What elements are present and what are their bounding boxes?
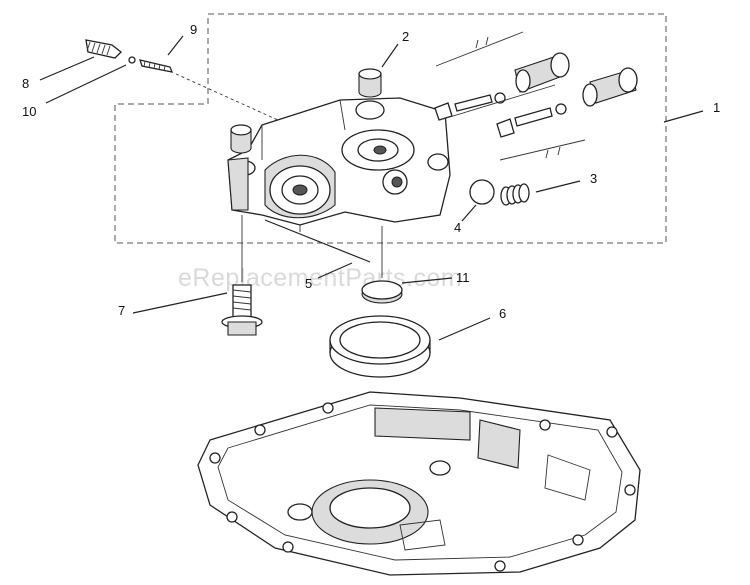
plug-cap-icon[interactable] — [361, 226, 403, 304]
watermark-text: eReplacementParts.com — [178, 264, 462, 292]
dowel-pin-icon[interactable] — [358, 68, 382, 98]
callout-6: 6 — [499, 306, 506, 321]
callout-5: 5 — [305, 276, 312, 291]
valve-body-assembly-icon[interactable] — [227, 97, 451, 232]
leader-lines — [39, 35, 704, 341]
callout-10: 10 — [22, 104, 36, 119]
solenoid-valve-lower-icon[interactable] — [439, 67, 638, 161]
callout-3: 3 — [590, 171, 597, 186]
assembly-boundary — [114, 13, 667, 244]
filter-ring-icon[interactable] — [329, 315, 431, 378]
spring-icon[interactable] — [500, 183, 530, 206]
callout-7: 7 — [118, 303, 125, 318]
callout-8: 8 — [22, 76, 29, 91]
flange-bolt-icon[interactable] — [221, 215, 263, 336]
plug-icon[interactable] — [85, 39, 122, 59]
spring-icon[interactable] — [139, 59, 174, 73]
check-ball-icon[interactable] — [469, 179, 495, 205]
callout-labels: 1 2 3 4 5 6 7 8 9 10 11 — [22, 22, 720, 321]
callout-1: 1 — [713, 100, 720, 115]
ball-icon[interactable] — [128, 56, 136, 64]
callout-2: 2 — [402, 29, 409, 44]
callout-9: 9 — [190, 22, 197, 37]
callout-11: 11 — [456, 270, 470, 285]
callout-4: 4 — [454, 220, 461, 235]
solenoid-valve-upper-icon[interactable] — [434, 31, 570, 121]
pin-icon[interactable] — [264, 219, 371, 263]
lower-case-housing-icon[interactable] — [197, 391, 641, 576]
